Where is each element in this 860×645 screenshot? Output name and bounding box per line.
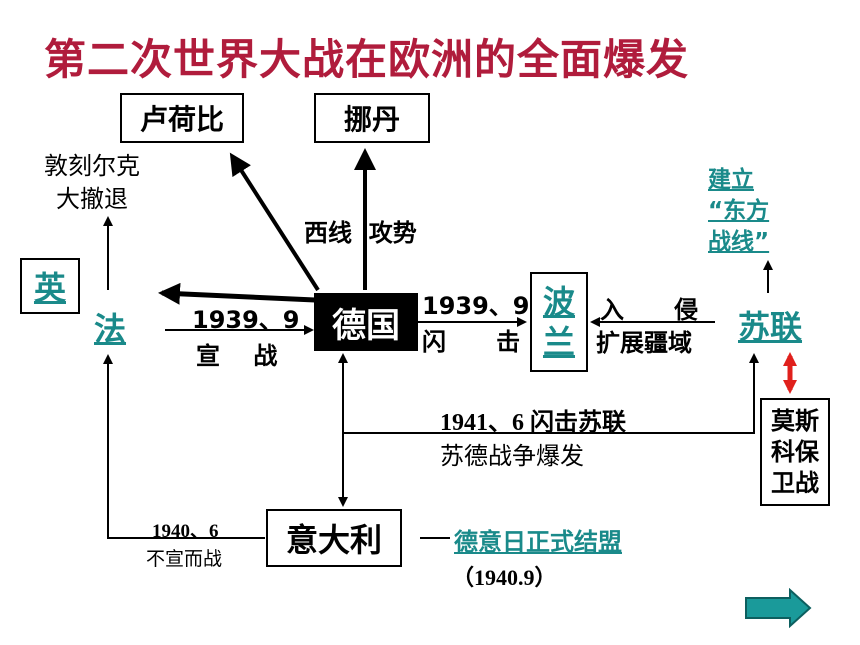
barbarossa-label-1: 1941、6 闪击苏联 bbox=[440, 410, 626, 436]
axis-pact-date: （1940.9） bbox=[452, 565, 557, 590]
norway-box: 挪丹 bbox=[314, 93, 430, 143]
moscow-box: 莫斯 科保 卫战 bbox=[760, 398, 830, 506]
norway-label: 挪丹 bbox=[343, 103, 400, 136]
poland-box: 波 兰 bbox=[530, 272, 588, 372]
britain-box: 英 bbox=[20, 258, 80, 314]
france-war-date: 1939、9 bbox=[192, 306, 300, 334]
netherlands-label: 卢荷比 bbox=[139, 103, 224, 136]
france-link[interactable]: 法 bbox=[94, 310, 127, 348]
poland-link-1[interactable]: 波 bbox=[542, 283, 575, 321]
eastern-front-link[interactable]: 建立 “东方 战线” bbox=[708, 167, 770, 255]
barbarossa-label-2: 苏德战争爆发 bbox=[440, 442, 584, 470]
italy-label: 意大利 bbox=[285, 521, 382, 559]
invade-label-2: 扩展疆域 bbox=[596, 329, 692, 357]
germany-label: 德国 bbox=[332, 305, 400, 346]
ussr-link[interactable]: 苏联 bbox=[738, 308, 803, 346]
poland-date: 1939、9 bbox=[422, 292, 530, 320]
netherlands-box: 卢荷比 bbox=[120, 93, 244, 143]
page-title: 第二次世界大战在欧洲的全面爆发 bbox=[44, 35, 690, 84]
moscow-label: 莫斯 科保 卫战 bbox=[771, 406, 819, 497]
axis-pact-link[interactable]: 德意日正式结盟 bbox=[454, 528, 622, 556]
italy-box: 意大利 bbox=[266, 509, 402, 567]
britain-link[interactable]: 英 bbox=[33, 269, 66, 307]
poland-text: 闪 击 bbox=[422, 328, 521, 356]
right-arrow-icon[interactable] bbox=[744, 588, 812, 628]
poland-link-2[interactable]: 兰 bbox=[542, 323, 575, 361]
west-offensive-label: 西线 攻势 bbox=[304, 219, 417, 247]
invade-label-1: 入 侵 bbox=[600, 296, 699, 324]
arrow-germany-netherlands bbox=[229, 152, 320, 292]
arrow-germany-france bbox=[158, 282, 316, 305]
arrow-italy-france bbox=[103, 354, 265, 539]
germany-box: 德国 bbox=[314, 293, 418, 351]
italy-war-text: 不宣而战 bbox=[146, 548, 223, 570]
france-war-text: 宣 战 bbox=[196, 342, 278, 370]
dunkirk-label: 敦刻尔克 大撤退 bbox=[44, 152, 140, 213]
italy-war-date: 1940、6 bbox=[152, 521, 219, 542]
